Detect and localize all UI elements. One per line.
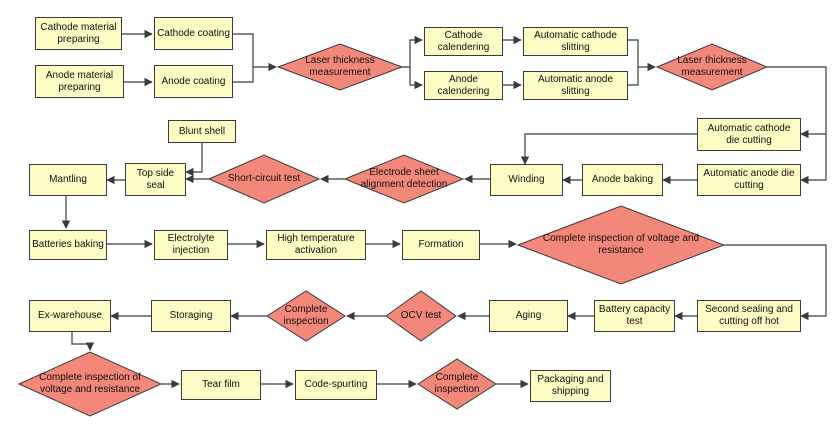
arrow-blunt-shell-to-top-side-seal [185, 143, 203, 177]
node-automatic-cathode-die-cutting: Automatic cathode die cutting [697, 118, 801, 151]
arrow-inspection-vr-1-to-second-sealing [724, 244, 827, 321]
arrow-laser-1-to-cathode-calendering [402, 35, 423, 68]
diamond-electrode-alignment [343, 154, 465, 204]
node-anode-baking: Anode baking [582, 164, 663, 196]
node-cathode-coating: Cathode coating [154, 17, 233, 50]
node-automatic-anode-die-cutting: Automatic anode die cutting [697, 164, 801, 196]
node-aging: Aging [489, 300, 568, 332]
node-packaging-and-shipping: Packaging and shipping [530, 370, 611, 402]
diamond-complete-inspection-vr-1 [516, 205, 726, 285]
node-formation: Formation [402, 230, 480, 260]
node-top-side-seal: Top side seal [125, 163, 186, 196]
node-high-temperature-activation: High temperature activation [266, 230, 366, 260]
node-battery-capacity-test: Battery capacity test [594, 300, 675, 332]
node-code-spurting: Code-spurting [295, 370, 377, 400]
node-automatic-cathode-slitting: Automatic cathode slitting [523, 27, 628, 56]
diamond-ocv-test [385, 290, 457, 342]
node-anode-calendering: Anode calendering [424, 71, 503, 100]
node-electrolyte-injection: Electrolyte injection [154, 230, 228, 260]
arrow-laser-1-to-anode-calendering [409, 67, 423, 90]
diamond-complete-inspection-vr-2 [17, 351, 163, 417]
node-cathode-calendering: Cathode calendering [424, 27, 503, 56]
node-automatic-anode-slitting: Automatic anode slitting [523, 71, 628, 100]
node-winding: Winding [490, 164, 563, 196]
node-blunt-shell: Blunt shell [168, 120, 236, 143]
diamond-laser-thickness-2 [655, 43, 769, 91]
node-mantling: Mantling [29, 164, 107, 196]
arrow-cathode-die-cutting-to-winding [520, 133, 697, 165]
arrow-slitting-to-laser-2 [628, 39, 655, 86]
node-tear-film: Tear film [181, 370, 261, 400]
node-cathode-material-preparing: Cathode material preparing [35, 17, 122, 50]
arrow-laser-2-to-anode-die-cutting [767, 66, 827, 185]
node-batteries-baking: Batteries baking [29, 230, 107, 260]
node-storaging: Storaging [151, 300, 231, 332]
diamond-laser-thickness-1 [276, 43, 404, 91]
arrow-ex-warehouse-to-inspection-vr-2 [71, 332, 95, 351]
node-ex-warehouse: Ex-warehouse [29, 300, 111, 332]
arrow-coatings-to-laser-1 [233, 33, 276, 83]
node-anode-material-preparing: Anode material preparing [35, 65, 124, 98]
diamond-complete-inspection-2 [417, 358, 497, 410]
node-second-sealing: Second sealing and cutting off hot [697, 300, 801, 332]
node-anode-coating: Anode coating [154, 65, 233, 98]
diamond-complete-inspection-1 [266, 290, 346, 342]
diamond-short-circuit-test [207, 154, 321, 204]
